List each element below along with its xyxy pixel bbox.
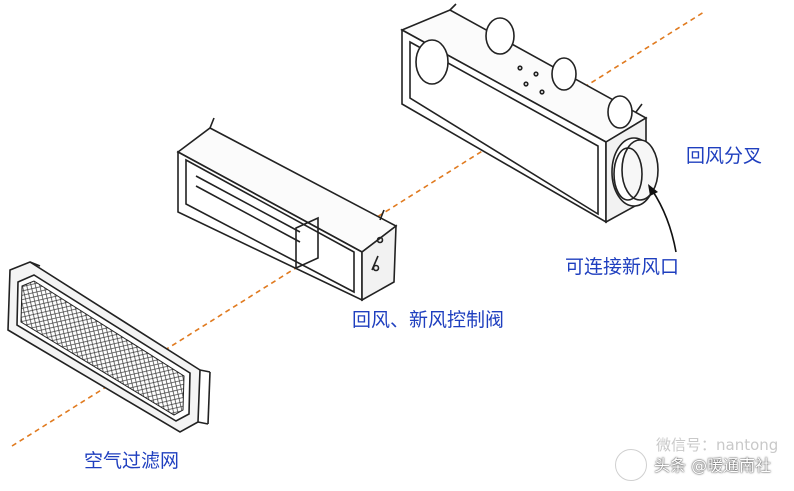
label-control-valve: 回风、新风控制阀 [352, 309, 505, 331]
watermark-logo-icon [615, 449, 647, 481]
control-valve-drawing [176, 117, 398, 302]
watermark-toutiao-handle: 头条 @暖通南社 [654, 456, 772, 475]
fresh-air-pointer [648, 184, 677, 253]
label-fresh-air-port: 可连接新风口 [565, 256, 680, 278]
label-return-split: 回风分叉 [686, 145, 763, 167]
label-air-filter: 空气过滤网 [84, 450, 180, 472]
watermark-wechat-id: 微信号：nantong [656, 436, 779, 454]
air-filter-drawing [7, 261, 211, 433]
return-plenum-drawing [400, 3, 659, 224]
